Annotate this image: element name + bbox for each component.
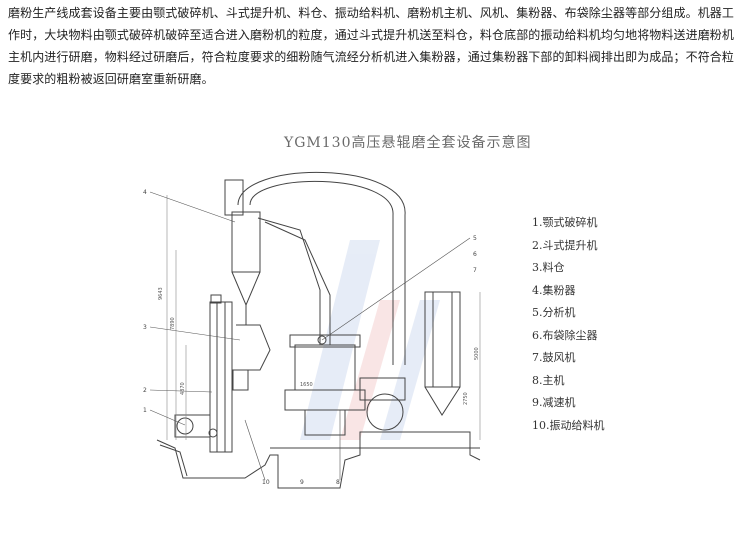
callout-4: 4	[143, 189, 147, 196]
dimension-label: 1650	[300, 382, 313, 388]
diagram-legend: 1.颚式破碎机 2.斗式提升机 3.料仓 4.集粉器 5.分析机 6.布袋除尘器…	[532, 212, 605, 437]
dimension-label: 4870	[180, 382, 186, 395]
legend-item: 9.减速机	[532, 396, 576, 409]
legend-item: 10.振动给料机	[532, 418, 605, 432]
legend-item: 4.集粉器	[532, 283, 576, 297]
dimension-label: 7890	[170, 317, 176, 330]
legend-item: 1.颚式破碎机	[532, 216, 598, 229]
callout-1: 1	[143, 407, 147, 414]
dimension-label: 2750	[463, 392, 469, 405]
legend-item: 2.斗式提升机	[532, 238, 598, 252]
legend-item: 7.鼓风机	[532, 351, 576, 364]
callout-10: 10	[262, 479, 270, 486]
callout-6: 6	[473, 251, 477, 258]
diagram-title: YGM130高压悬辊磨全套设备示意图	[284, 135, 532, 151]
callout-8: 8	[336, 479, 340, 486]
dimension-label: 5000	[474, 347, 480, 360]
callout-9: 9	[300, 479, 304, 486]
callout-3: 3	[143, 324, 147, 331]
callout-7: 7	[473, 267, 477, 274]
legend-item: 5.分析机	[532, 306, 576, 319]
intro-paragraph: 磨粉生产线成套设备主要由颚式破碎机、斗式提升机、料仓、振动给料机、磨粉机主机、风…	[8, 6, 735, 86]
legend-item: 6.布袋除尘器	[532, 328, 598, 342]
callout-2: 2	[143, 387, 147, 394]
callout-5: 5	[473, 235, 477, 242]
legend-item: 8.主机	[532, 373, 565, 387]
legend-item: 3.料仓	[532, 261, 565, 274]
dimension-label: 9643	[158, 287, 164, 300]
